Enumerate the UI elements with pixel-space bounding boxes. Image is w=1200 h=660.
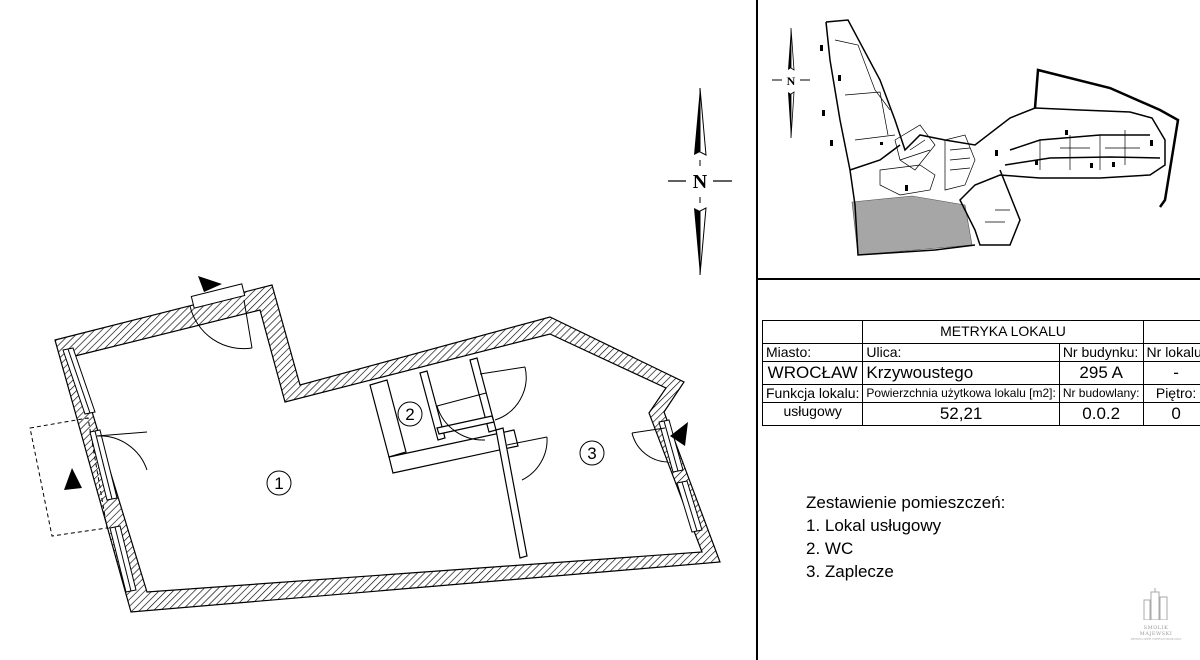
zestawienie-pomieszczen: Zestawienie pomieszczeń: 1. Lokal usługo… — [806, 491, 1005, 583]
nr-budynku-value: 295 A — [1058, 361, 1144, 385]
zestawienie-title: Zestawienie pomieszczeń: — [806, 493, 1006, 512]
metryka-empty-cell — [1142, 320, 1200, 344]
nr-lokalu-label: Nr lokalu: — [1142, 343, 1200, 362]
nr-budowlany-value: 0.0.2 — [1058, 402, 1144, 426]
key-plan-north-label: N — [787, 74, 796, 88]
doors — [96, 283, 669, 481]
room-number-markers — [266, 401, 605, 496]
miasto-value: WROCŁAW — [761, 361, 864, 385]
exterior-walls — [54, 284, 721, 613]
ulica-value: Krzywoustego — [862, 361, 1060, 385]
logo-tagline: DEWELOPER NIERUCHOMOŚCI — [1130, 637, 1182, 641]
nr-budynku-label: Nr budynku: — [1058, 343, 1144, 362]
compass-north-label: N — [693, 171, 708, 193]
compass-rose: N — [668, 87, 732, 276]
window-right-lower — [676, 480, 703, 533]
door-right-entrance — [631, 427, 669, 463]
zestawienie-item: 3. Zaplecze — [806, 562, 894, 581]
miasto-label: Miasto: — [761, 343, 864, 362]
room-label-3: 3 — [587, 444, 596, 463]
door-top-entrance — [189, 283, 253, 350]
pietro-label: Piętro: — [1142, 384, 1200, 403]
powierzchnia-value: 52,21 — [862, 402, 1060, 426]
developer-logo: SMOLIK MAJEWSKI DEWELOPER NIERUCHOMOŚCI — [1128, 588, 1184, 654]
entrance-arrows — [64, 276, 688, 490]
window-left-lower — [109, 525, 137, 593]
nr-budowlany-label: Nr budowlany: — [1058, 384, 1144, 403]
windows — [62, 347, 703, 593]
entrance-arrow-right — [670, 422, 688, 446]
entrance-arrow-left — [64, 468, 82, 490]
entrance-arrow-top — [198, 276, 222, 292]
logo-name: SMOLIK MAJEWSKI — [1139, 625, 1173, 637]
funkcja-label: Funkcja lokalu: — [761, 384, 864, 403]
key-plan: N — [772, 19, 1180, 256]
door-zaplecze — [506, 436, 548, 481]
interior-walls — [369, 357, 528, 559]
window-left-middle — [89, 429, 118, 501]
door-wc — [436, 392, 487, 441]
key-plan-highlighted-unit — [851, 195, 973, 256]
funkcja-value: usługowy — [761, 402, 864, 426]
exterior-steps-outline — [29, 417, 108, 537]
room-label-2: 2 — [405, 405, 414, 424]
window-right-upper — [658, 419, 684, 473]
powierzchnia-label: Powierzchnia użytkowa lokalu [m2]: — [862, 384, 1060, 403]
ulica-label: Ulica: — [862, 343, 1060, 362]
metryka-title: METRYKA LOKALU — [862, 320, 1144, 344]
building-logo-icon — [1143, 588, 1168, 621]
horizontal-divider — [756, 278, 1200, 280]
metryka-lokalu-table: METRYKA LOKALU Miasto: Ulica: Nr budynku… — [761, 320, 1200, 426]
room-label-1: 1 — [274, 474, 283, 493]
window-left-upper — [62, 347, 96, 415]
zestawienie-item: 2. WC — [806, 539, 854, 558]
key-plan-balcony-line — [1033, 68, 1180, 208]
vertical-divider — [756, 0, 758, 660]
nr-lokalu-value: - — [1142, 361, 1200, 385]
door-left-entrance — [96, 431, 148, 471]
zestawienie-item: 1. Lokal usługowy — [806, 516, 942, 535]
pietro-value: 0 — [1142, 402, 1200, 426]
door-wc-closet — [479, 366, 527, 421]
key-plan-compass: N — [772, 27, 810, 139]
metryka-empty-cell — [761, 320, 864, 344]
